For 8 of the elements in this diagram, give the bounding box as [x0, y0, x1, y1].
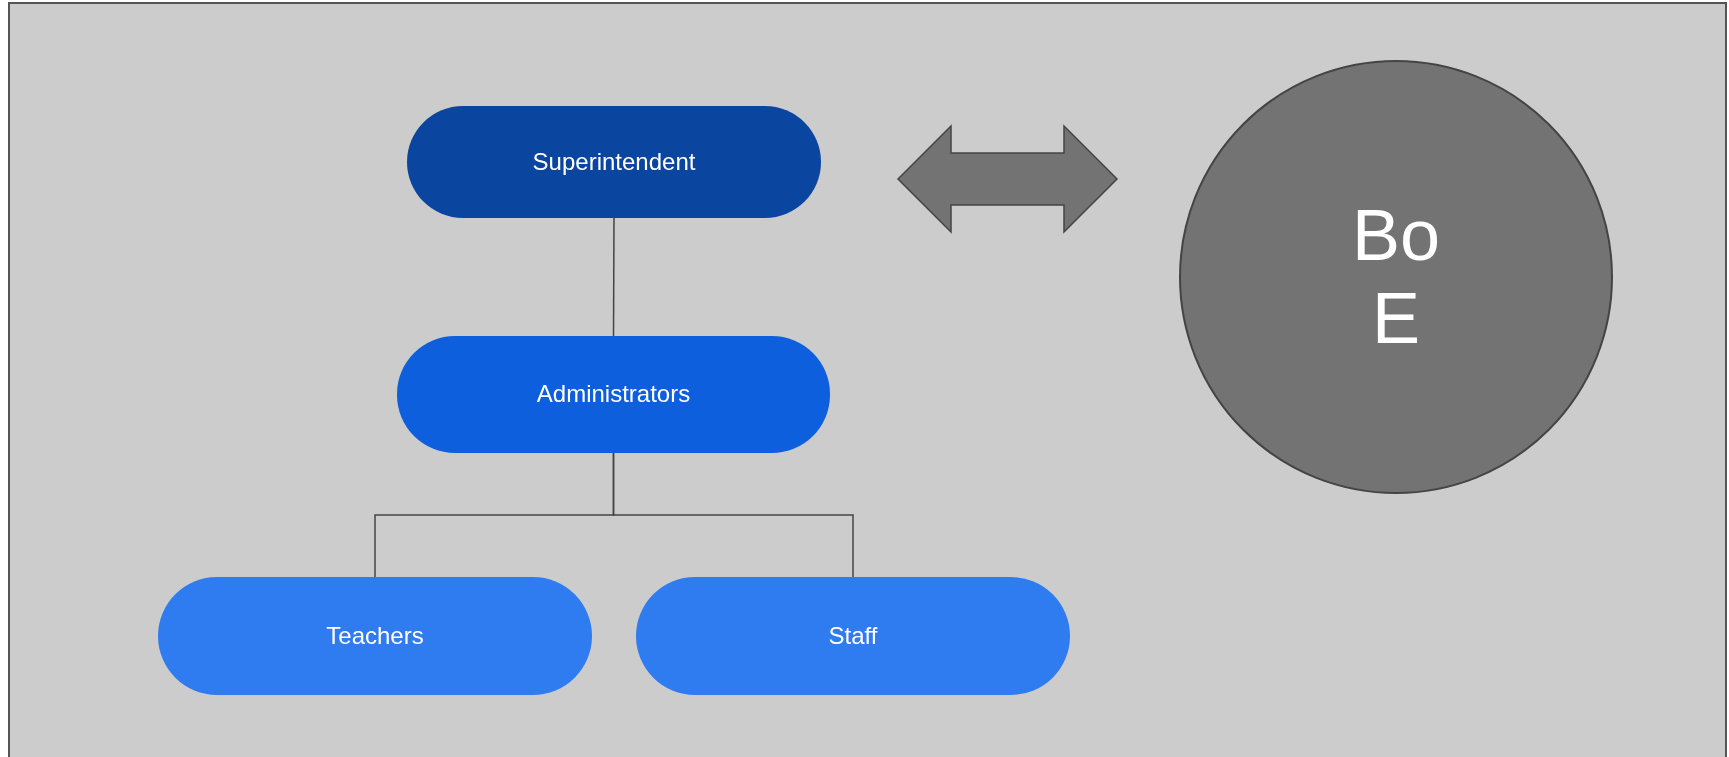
role-label: Teachers — [326, 621, 424, 651]
role-label: Administrators — [536, 380, 691, 409]
role-label: Staff — [828, 621, 878, 651]
connector-line — [612, 452, 854, 578]
role-label: Superintendent — [532, 147, 696, 177]
connector-line — [612, 217, 615, 337]
circle-label: Bo E — [1350, 194, 1442, 360]
double-arrow — [896, 124, 1119, 234]
